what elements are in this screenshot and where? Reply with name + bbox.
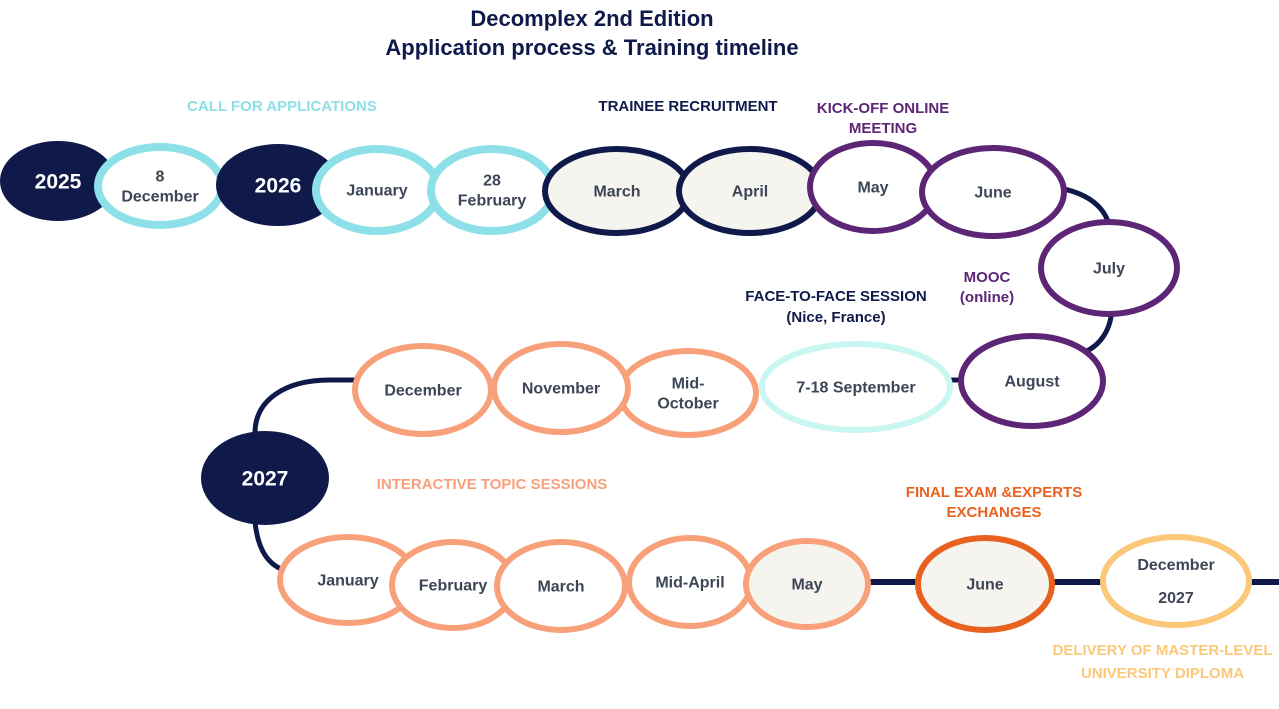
node-december-2027-label: 2027: [1158, 590, 1194, 607]
mooc-label-line-2: (online): [959, 289, 1015, 306]
node-mid-october-2026-label: Mid-: [672, 376, 705, 393]
delivery-label-line-1: DELIVERY OF MASTER-LEVEL: [1052, 642, 1273, 659]
node-mid-october-2026: Mid- October: [617, 348, 759, 438]
node-march-2027: March: [494, 539, 628, 633]
node-june-2027: June: [915, 535, 1055, 633]
node-june-2026-shape: [919, 145, 1067, 239]
face-to-face-label-line-2: (Nice, France): [786, 309, 886, 326]
call-for-applications-label: CALL FOR APPLICATIONS: [187, 98, 377, 115]
node-year-2026: 2026: [216, 144, 340, 226]
node-april-2026: April: [676, 146, 824, 236]
node-july-2026: July: [1038, 219, 1180, 317]
node-june-2027-label: June: [966, 577, 1003, 594]
node-march-2027-label: March: [537, 579, 584, 596]
node-february-28-label: February: [458, 193, 527, 210]
node-february-28-label: 28: [483, 173, 501, 190]
node-year-2025-label: 2025: [35, 170, 82, 193]
delivery-label-line-2: UNIVERSITY DIPLOMA: [1080, 665, 1245, 682]
node-may-2027-label: May: [791, 577, 822, 594]
node-march-2026-label: March: [593, 184, 640, 201]
node-march-2027-shape: [494, 539, 628, 633]
node-december-2027: December 2027: [1100, 534, 1252, 628]
node-november-2026: November: [491, 341, 631, 435]
node-august-2026-label: August: [1004, 374, 1060, 391]
title-line-1: Decomplex 2nd Edition: [470, 6, 714, 31]
node-november-2026-shape: [491, 341, 631, 435]
node-may-2026-label: May: [857, 180, 888, 197]
node-february-2027: February: [389, 539, 517, 631]
final-exam-label-line-2: EXCHANGES: [946, 504, 1042, 521]
node-january-2026: January: [312, 145, 442, 235]
node-year-2027-label: 2027: [242, 467, 289, 490]
node-december-2026-label: December: [384, 383, 461, 400]
node-june-2026: June: [919, 145, 1067, 239]
node-june-2027-shape: [915, 535, 1055, 633]
interactive-sessions-label: INTERACTIVE TOPIC SESSIONS: [376, 476, 608, 493]
node-december-2027-shape: [1100, 534, 1252, 628]
node-november-2026-label: November: [522, 381, 600, 398]
node-mid-april-2027-label: Mid-April: [655, 575, 724, 592]
node-december-8-label: December: [121, 189, 198, 206]
title-line-2: Application process & Training timeline: [385, 35, 799, 60]
node-march-2026: March: [542, 146, 692, 236]
node-september-7-18-shape: [759, 341, 953, 433]
node-february-28-shape: [427, 145, 557, 235]
node-year-2027: 2027: [201, 431, 329, 525]
face-to-face-label-line-1: FACE-TO-FACE SESSION: [745, 288, 927, 305]
node-january-2027-label: January: [317, 573, 378, 590]
final-exam-label-line-1: FINAL EXAM &EXPERTS: [905, 484, 1083, 501]
node-september-7-18-label: 7-18 September: [796, 380, 915, 397]
node-may-2027-shape: [743, 538, 871, 630]
mooc-label-line-1: MOOC: [963, 269, 1011, 286]
node-june-2026-label: June: [974, 185, 1011, 202]
node-august-2026: August: [958, 333, 1106, 429]
node-year-2025: 2025: [0, 141, 116, 221]
node-year-2027-shape: [201, 431, 329, 525]
node-year-2026-label: 2026: [255, 174, 302, 197]
node-mid-october-2026-shape: [617, 348, 759, 438]
node-december-2026: December: [352, 343, 494, 437]
connector-december-2027: [252, 377, 355, 434]
node-august-2026-shape: [958, 333, 1106, 429]
kickoff-label-line-2: MEETING: [848, 120, 918, 137]
node-december-2027-label: December: [1137, 557, 1214, 574]
trainee-recruitment-label: TRAINEE RECRUITMENT: [598, 98, 778, 115]
node-december-8-label: 8: [156, 169, 165, 186]
node-may-2026: May: [807, 140, 939, 234]
node-mid-april-2027: Mid-April: [626, 535, 754, 629]
node-july-2026-label: July: [1093, 261, 1125, 278]
node-september-7-18: 7-18 September: [759, 341, 953, 433]
node-july-2026-shape: [1038, 219, 1180, 317]
node-mid-october-2026-label: October: [657, 396, 718, 413]
kickoff-label-line-1: KICK-OFF ONLINE: [816, 100, 950, 117]
node-february-2027-label: February: [419, 578, 488, 595]
node-april-2026-label: April: [732, 184, 768, 201]
node-january-2026-label: January: [346, 183, 407, 200]
node-may-2027: May: [743, 538, 871, 630]
node-december-2026-shape: [352, 343, 494, 437]
node-december-8-shape: [94, 143, 226, 229]
